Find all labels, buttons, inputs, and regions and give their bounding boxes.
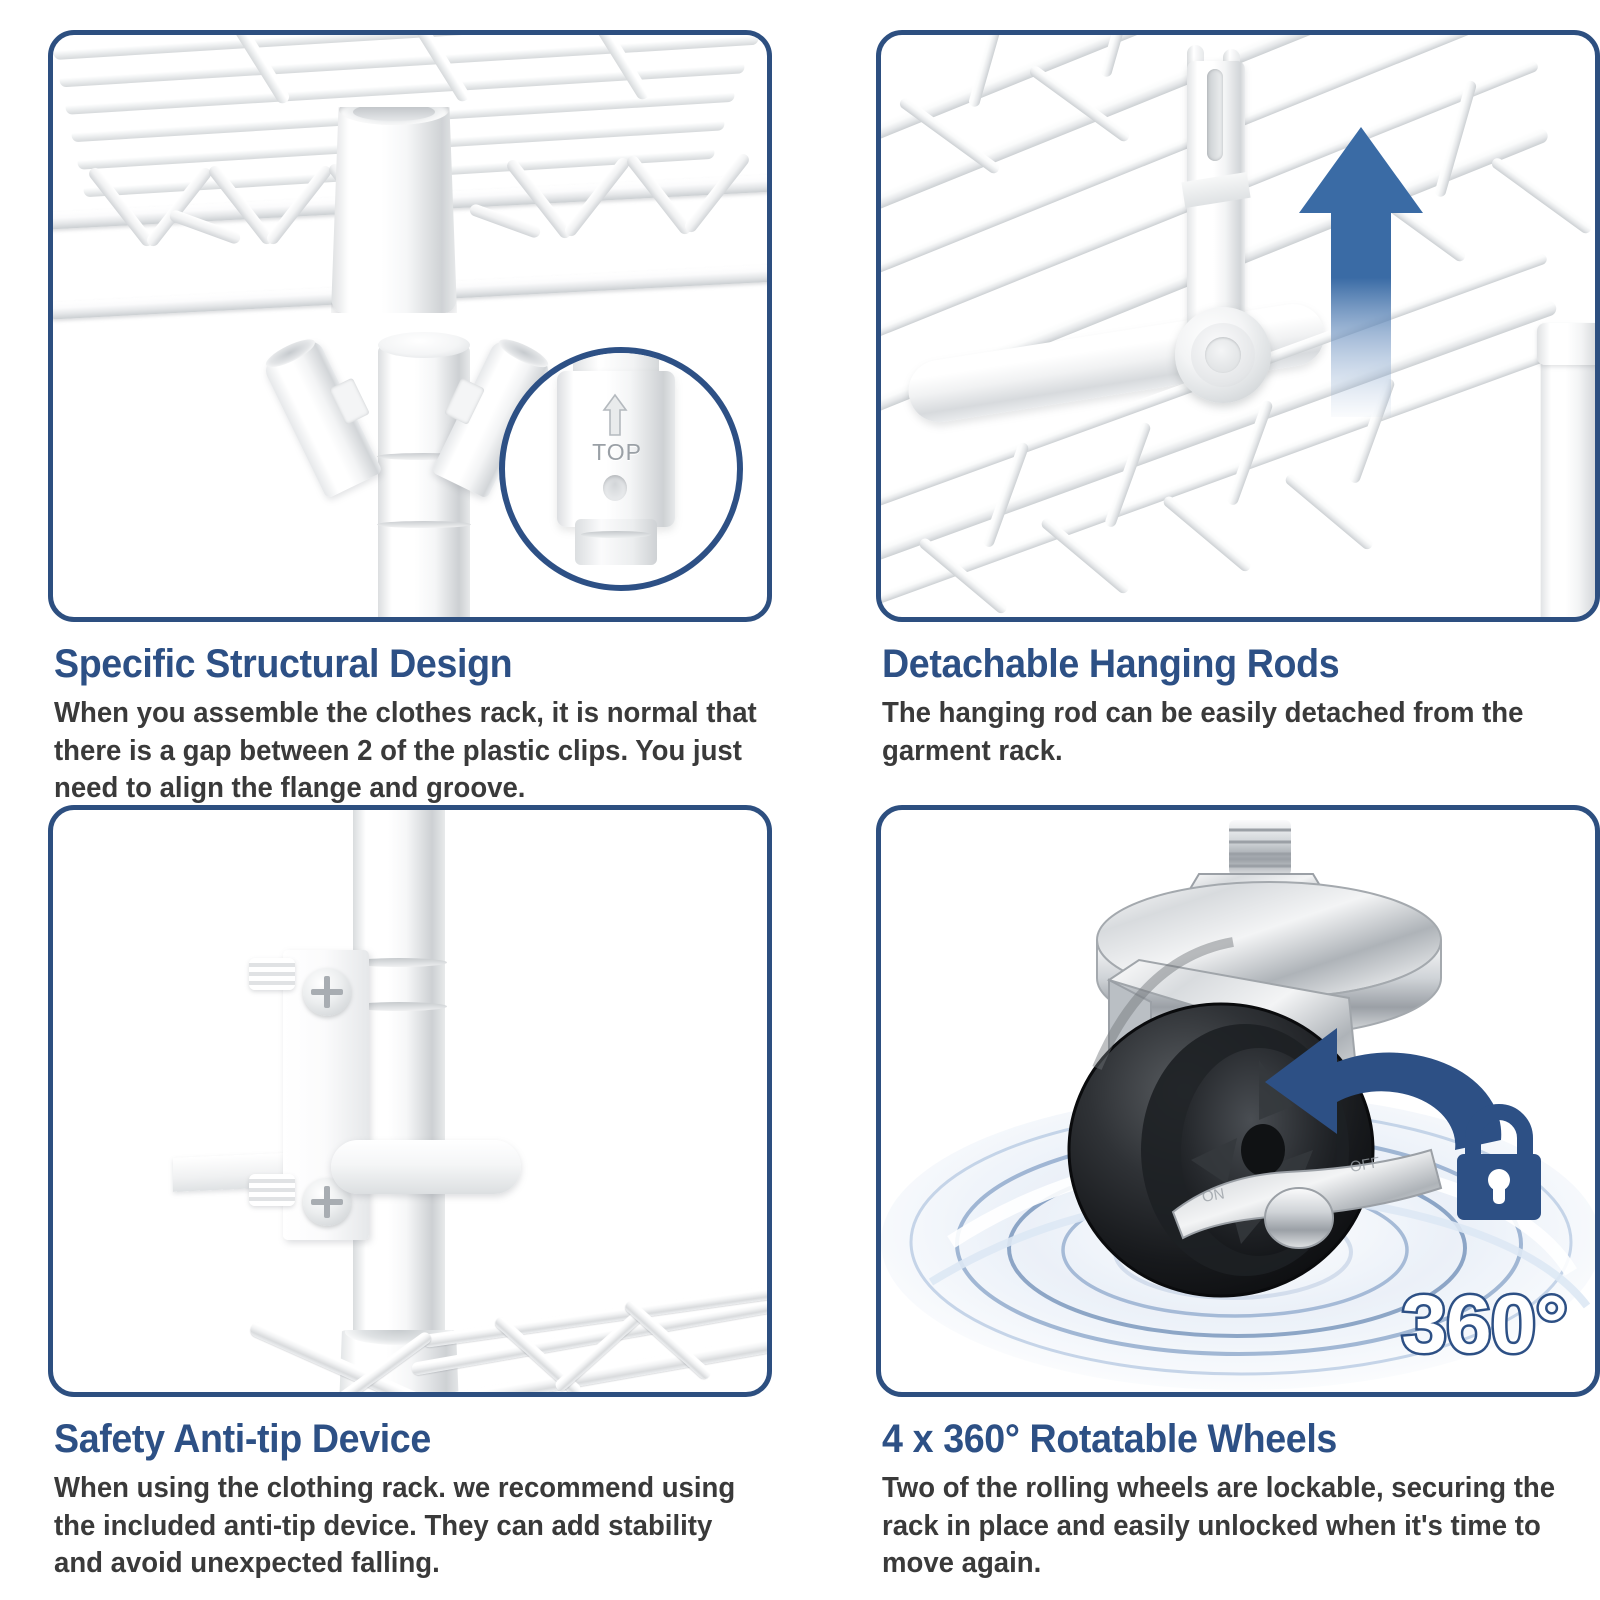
feature-detachable-hanging-rods: Detachable Hanging Rods The hanging rod …	[876, 30, 1600, 805]
threaded-stem	[1229, 820, 1291, 876]
wire-shelf-perspective-illustration	[881, 35, 1595, 617]
rotation-badge: 360°	[1399, 1279, 1571, 1370]
heading-rotatable-wheels: 4 x 360° Rotatable Wheels	[882, 1417, 1337, 1461]
up-arrow-icon	[1295, 121, 1427, 421]
pole-collar	[331, 1140, 521, 1194]
heading-anti-tip-device: Safety Anti-tip Device	[54, 1417, 431, 1461]
body-hanging-rods: The hanging rod can be easily detached f…	[882, 697, 1524, 767]
phillips-screw-icon	[303, 968, 351, 1016]
up-arrow-emboss-icon	[601, 393, 629, 437]
feature-rotatable-wheels: ON OFF 360° 4 x	[876, 805, 1600, 1580]
feature-image-hanging-rods	[876, 30, 1600, 622]
caption-structural-design: Specific Structural Design When you asse…	[48, 622, 772, 808]
pole-sleeve	[331, 107, 457, 313]
feature-image-structural-design: TOP	[48, 30, 772, 622]
feature-image-rotatable-wheels: ON OFF 360°	[876, 805, 1600, 1397]
body-rotatable-wheels: Two of the rolling wheels are lockable, …	[882, 1472, 1556, 1580]
caster-wheel-illustration: ON OFF	[1067, 820, 1443, 1298]
caption-hanging-rods: Detachable Hanging Rods The hanging rod …	[876, 622, 1600, 770]
caption-anti-tip-device: Safety Anti-tip Device When using the cl…	[48, 1397, 772, 1583]
heading-structural-design: Specific Structural Design	[54, 642, 513, 686]
svg-text:OFF: OFF	[1349, 1154, 1381, 1176]
body-structural-design: When you assemble the clothes rack, it i…	[54, 697, 757, 805]
plastic-clip-assembly	[261, 332, 573, 617]
emboss-dot-icon	[603, 475, 627, 501]
wall-anchor-icon	[249, 1174, 295, 1206]
feature-image-anti-tip-device	[48, 805, 772, 1397]
heading-hanging-rods: Detachable Hanging Rods	[882, 642, 1340, 686]
feature-safety-anti-tip-device: Safety Anti-tip Device When using the cl…	[48, 805, 820, 1580]
bracket-knob	[1175, 307, 1271, 403]
body-anti-tip-device: When using the clothing rack. we recomme…	[54, 1472, 736, 1580]
padlock-icon	[1457, 1104, 1541, 1220]
wall-anchor-icon	[249, 958, 295, 990]
hanging-rod-bracket	[1175, 45, 1271, 403]
svg-text:ON: ON	[1201, 1185, 1226, 1206]
plastic-clip-left	[261, 334, 383, 499]
caption-rotatable-wheels: 4 x 360° Rotatable Wheels Two of the rol…	[876, 1397, 1600, 1583]
top-marking-detail-callout: TOP	[499, 347, 743, 591]
top-label: TOP	[592, 439, 642, 465]
rotation-arrow-icon	[1265, 1028, 1502, 1150]
feature-specific-structural-design: TOP Specific Structural Design When you …	[48, 30, 820, 805]
